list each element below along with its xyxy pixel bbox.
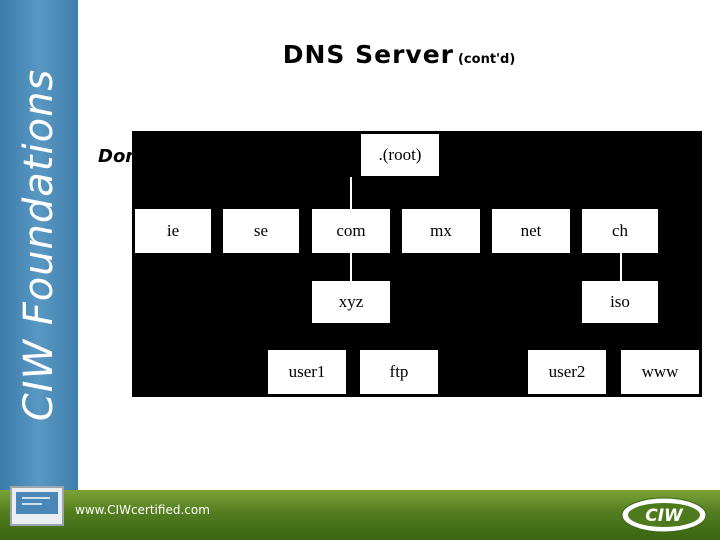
node-se: se [223,209,299,253]
monitor-line [22,497,50,499]
node-com: com [312,209,390,253]
slide-title-area: DNS Server(cont'd) [78,40,720,69]
monitor-screen [16,492,58,514]
connector-ch-iso [620,253,622,281]
monitor-line [22,503,42,505]
footer-url: www.CIWcertified.com [75,503,210,517]
monitor-icon [10,486,64,526]
connector-com-xyz [350,253,352,281]
node-iso: iso [582,281,658,323]
node-mx: mx [402,209,480,253]
node-root: .(root) [361,134,439,176]
dns-tree-diagram: .(root) ie se com mx net ch xyz iso user… [132,131,702,397]
sidebar-brand: CIW Foundations [16,68,62,422]
node-user1: user1 [268,350,346,394]
node-ftp: ftp [360,350,438,394]
ciw-logo-text: CIW [645,506,684,526]
node-ch: ch [582,209,658,253]
node-user2: user2 [528,350,606,394]
sidebar: CIW Foundations [0,0,78,490]
connector-root-com [350,177,352,209]
slide-title: DNS Server [282,40,454,69]
slide-subtitle: (cont'd) [457,52,516,67]
node-ie: ie [135,209,211,253]
node-net: net [492,209,570,253]
ciw-logo: CIW [621,497,707,533]
node-xyz: xyz [312,281,390,323]
footer-bar [0,490,720,540]
node-www: www [621,350,699,394]
